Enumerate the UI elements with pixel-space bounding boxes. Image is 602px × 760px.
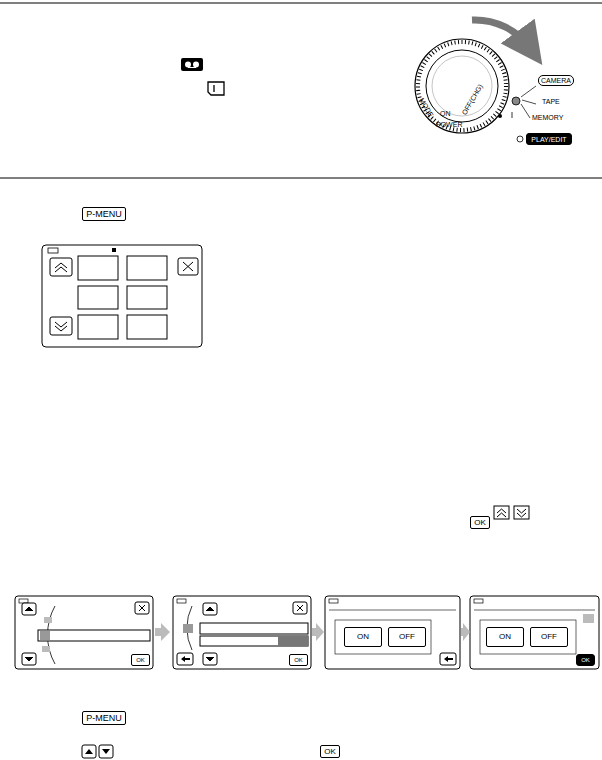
button-text: PLAY/EDIT (531, 136, 566, 143)
on-button: ON (344, 627, 382, 647)
menu-button-icon: P-MENU (82, 207, 126, 221)
button-text: OFF (399, 633, 415, 641)
ok-button-icon: OK (470, 516, 490, 529)
off-button: OFF (388, 627, 426, 647)
off-button: OFF (530, 627, 568, 647)
menu-button-icon: P-MENU (82, 711, 126, 725)
button-text: ON (499, 633, 511, 641)
button-text: OK (324, 748, 336, 756)
menu-screen (42, 245, 202, 347)
ok-button: OK (289, 654, 308, 666)
mode-label: MEMORY (532, 114, 563, 121)
mode-label-box: CAMERA (538, 75, 574, 86)
dial-label: POWER (436, 121, 462, 128)
button-text: CAMERA (541, 77, 571, 84)
screen-sequence (15, 596, 599, 669)
scroll-icons (494, 506, 529, 519)
dial-label: ON (440, 110, 451, 117)
button-text: OK (294, 657, 303, 663)
on-button: ON (486, 627, 524, 647)
mode-label: TAPE (542, 98, 560, 105)
button-text: OFF (541, 633, 557, 641)
button-text: OK (136, 657, 145, 663)
button-text: OK (474, 519, 486, 527)
ok-button: OK (576, 654, 595, 666)
memory-icon (208, 82, 224, 95)
arrow-icons (82, 745, 113, 758)
button-text: OK (581, 657, 590, 663)
ok-button-icon: OK (320, 745, 340, 758)
mode-label-box: PLAY/EDIT (526, 133, 572, 145)
button-text: P-MENU (86, 210, 122, 219)
button-text: ON (357, 633, 369, 641)
button-text: P-MENU (86, 714, 122, 723)
ok-button: OK (131, 654, 150, 666)
tape-icon (181, 58, 203, 71)
